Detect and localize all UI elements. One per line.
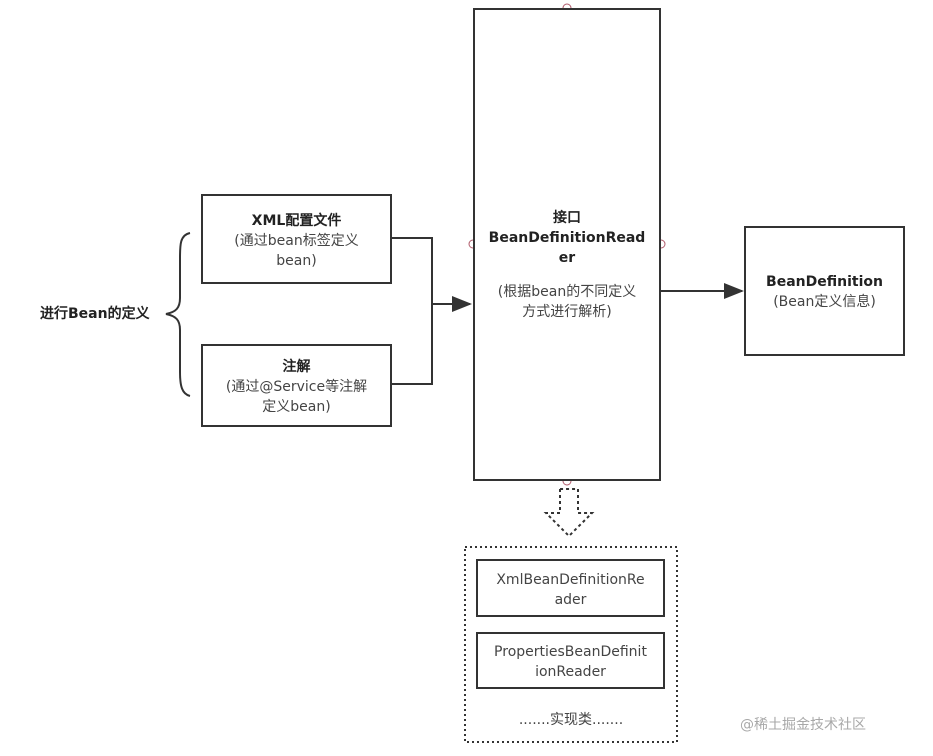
bean-definition-reader-box[interactable]: 接口 BeanDefinitionRead er (根据bean的不同定义 方式…: [473, 8, 661, 481]
xml-to-reader-connector: [392, 237, 433, 304]
xml-reader-impl-box[interactable]: XmlBeanDefinitionRe ader: [476, 559, 665, 617]
implementations-down-arrow: [543, 488, 595, 538]
annotation-box-title: 注解: [282, 359, 311, 375]
xml-box-title: XML配置文件: [251, 213, 342, 229]
properties-reader-impl-line1: PropertiesBeanDefinit: [494, 644, 647, 660]
annotation-box-line1: (通过@Service等注解: [225, 379, 368, 395]
watermark: @稀土掘金技术社区: [740, 717, 866, 733]
left-brace: [165, 232, 191, 397]
bean-definition-box[interactable]: BeanDefinition (Bean定义信息): [744, 226, 905, 356]
xml-box-line2: bean): [276, 253, 317, 269]
bean-definition-label: 进行Bean的定义: [40, 306, 150, 322]
xml-reader-impl-line1: XmlBeanDefinitionRe: [496, 572, 645, 588]
properties-reader-impl-box[interactable]: PropertiesBeanDefinit ionReader: [476, 632, 665, 689]
annotation-box[interactable]: 注解 (通过@Service等注解 定义bean): [201, 344, 392, 427]
definition-box-line1: (Bean定义信息): [773, 294, 876, 310]
reader-box-title1: 接口: [553, 210, 581, 226]
more-implementations-label: .......实现类.......: [518, 712, 624, 728]
xml-config-box[interactable]: XML配置文件 (通过bean标签定义 bean): [201, 194, 392, 284]
reader-box-line2: 方式进行解析): [522, 304, 612, 320]
annotation-box-line2: 定义bean): [262, 399, 331, 415]
reader-box-title3: er: [558, 250, 576, 266]
reader-box-title2: BeanDefinitionRead: [488, 230, 646, 246]
definition-box-title: BeanDefinition: [766, 274, 883, 290]
anno-to-reader-connector: [392, 304, 433, 385]
xml-reader-impl-line2: ader: [554, 592, 587, 608]
xml-box-line1: (通过bean标签定义: [234, 233, 359, 249]
reader-box-line1: (根据bean的不同定义: [497, 284, 637, 300]
properties-reader-impl-line2: ionReader: [535, 664, 606, 680]
implementations-group-border: [464, 546, 678, 743]
